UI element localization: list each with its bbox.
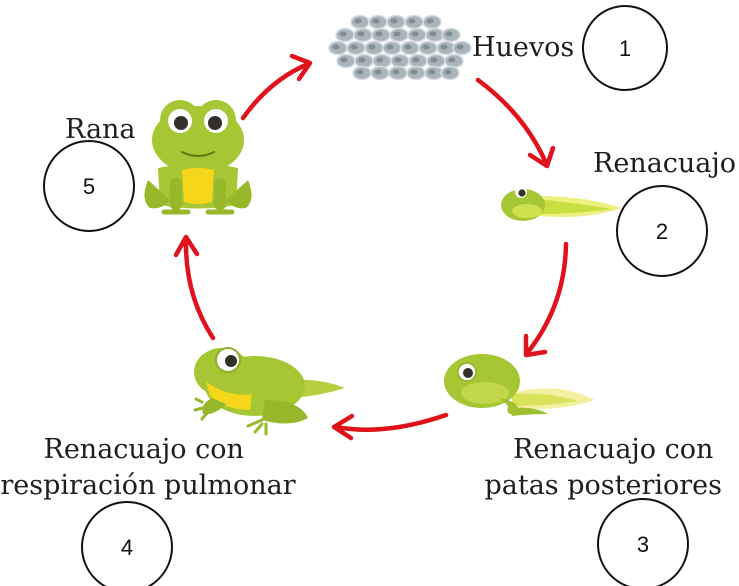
egg-nucleus [422, 44, 430, 50]
egg-nucleus [390, 18, 398, 24]
label-frog: Rana [65, 114, 136, 145]
egg-nucleus [372, 18, 380, 24]
egg-nucleus [428, 69, 436, 75]
egg-nucleus [429, 31, 437, 37]
egg-nucleus [411, 31, 419, 37]
egg-nucleus [394, 57, 402, 63]
froglet-lung-breathing-illustration [193, 347, 345, 436]
egg-nucleus [368, 44, 376, 50]
egg-nucleus [340, 57, 348, 63]
egg-nucleus [445, 31, 453, 37]
cycle-arrows [173, 53, 569, 441]
egg-nucleus [376, 57, 384, 63]
arrow-lungs-to-frog [173, 234, 216, 341]
label-eggs: Huevos [472, 32, 574, 63]
number-circle-3: 3 [597, 498, 689, 586]
egg-nucleus [350, 44, 358, 50]
egg-nucleus [412, 57, 420, 63]
egg-nucleus [426, 18, 434, 24]
egg-nucleus [410, 69, 418, 75]
label-tadpole: Renacuajo [593, 148, 736, 179]
egg-nucleus [386, 44, 394, 50]
egg-nucleus [356, 69, 364, 75]
stage-labels: Huevos Renacuajo Renacuajo con patas pos… [0, 32, 736, 501]
svg-text:2: 2 [656, 219, 668, 244]
arrow-eggs-to-tadpole [475, 77, 556, 169]
arrow-frog-to-eggs [240, 53, 313, 121]
label-froglet-lungs: Renacuajo con respiración pulmonar [0, 434, 295, 501]
number-circle-5: 5 [43, 140, 135, 232]
egg-nucleus [430, 57, 438, 63]
egg-nucleus [444, 69, 452, 75]
svg-text:5: 5 [83, 174, 95, 199]
egg-nucleus [374, 69, 382, 75]
egg-nucleus [408, 18, 416, 24]
adult-frog-illustration [144, 100, 252, 215]
egg-nucleus [448, 57, 456, 63]
number-circle-4: 4 [81, 501, 173, 586]
svg-text:3: 3 [637, 532, 649, 557]
stage-number-circles: 1 2 3 4 5 [43, 5, 708, 586]
egg-nucleus [354, 18, 362, 24]
egg-nucleus [393, 31, 401, 37]
egg-nucleus [404, 44, 412, 50]
egg-nucleus [332, 44, 340, 50]
egg-nucleus [339, 31, 347, 37]
egg-nucleus [357, 31, 365, 37]
arrow-hindlegs-to-lungs [331, 412, 449, 441]
egg-nucleus [392, 69, 400, 75]
svg-text:4: 4 [121, 535, 133, 560]
arrow-tadpole-to-hindlegs [523, 241, 569, 358]
egg-nucleus [375, 31, 383, 37]
tadpole-illustration [501, 186, 622, 221]
label-tadpole-hind-legs: Renacuajo con patas posteriores [484, 434, 722, 501]
egg-nucleus [440, 44, 448, 50]
svg-text:1: 1 [619, 36, 631, 61]
number-circle-2: 2 [616, 185, 708, 277]
number-circle-1: 1 [582, 5, 668, 91]
egg-nucleus [358, 57, 366, 63]
eggs-cluster-illustration [328, 14, 472, 81]
egg-nucleus [456, 44, 464, 50]
tadpole-hind-legs-illustration [444, 354, 595, 416]
